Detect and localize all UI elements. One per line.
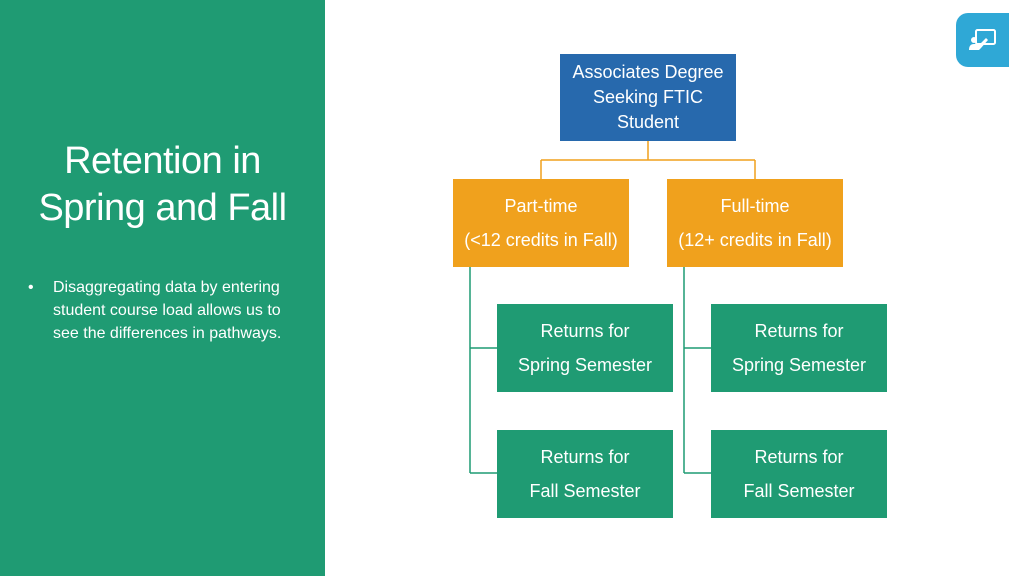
bullet-list: • Disaggregating data by entering studen… <box>28 276 288 345</box>
presenter-badge[interactable] <box>956 13 1009 67</box>
leaf-node-full-time-spring: Returns for Spring Semester <box>711 304 887 392</box>
leaf-line-1: Returns for <box>540 321 630 341</box>
leaf-node-full-time-fall: Returns for Fall Semester <box>711 430 887 518</box>
leaf-line-2: Spring Semester <box>517 355 653 375</box>
branch-node-part-time: Part-time (<12 credits in Fall) <box>453 179 629 267</box>
root-node-line-2: Seeking FTIC <box>592 87 704 107</box>
presenter-icon <box>968 29 996 50</box>
part-time-label: Part-time <box>504 196 578 216</box>
root-node-ftic-student: Associates Degree Seeking FTIC Student <box>560 54 736 141</box>
slide-title-line-1: Retention in <box>64 140 261 182</box>
root-to-branches-connector <box>540 141 756 179</box>
bullet-text: Disaggregating data by entering student … <box>53 279 282 342</box>
leaf-line-1: Returns for <box>540 447 630 467</box>
part-time-detail: (<12 credits in Fall) <box>464 230 618 250</box>
leaf-line-1: Returns for <box>754 321 844 341</box>
root-node-line-1: Associates Degree <box>572 62 724 82</box>
full-time-label: Full-time <box>720 196 790 216</box>
slide-title: Retention in Spring and Fall <box>0 138 325 232</box>
root-node-line-3: Student <box>616 112 680 132</box>
slide-title-line-2: Spring and Fall <box>38 187 287 229</box>
leaf-line-2: Fall Semester <box>529 481 641 501</box>
bullet-item: • Disaggregating data by entering studen… <box>28 276 288 345</box>
bullet-dot-icon: • <box>28 279 34 296</box>
leaf-line-2: Spring Semester <box>731 355 867 375</box>
leaf-node-part-time-spring: Returns for Spring Semester <box>497 304 673 392</box>
full-time-detail: (12+ credits in Fall) <box>678 230 832 250</box>
part-time-children-connector <box>469 267 497 474</box>
branch-node-full-time: Full-time (12+ credits in Fall) <box>667 179 843 267</box>
leaf-line-1: Returns for <box>754 447 844 467</box>
full-time-children-connector <box>683 267 711 474</box>
leaf-line-2: Fall Semester <box>743 481 855 501</box>
leaf-node-part-time-fall: Returns for Fall Semester <box>497 430 673 518</box>
left-panel: Retention in Spring and Fall • Disaggreg… <box>0 0 325 576</box>
